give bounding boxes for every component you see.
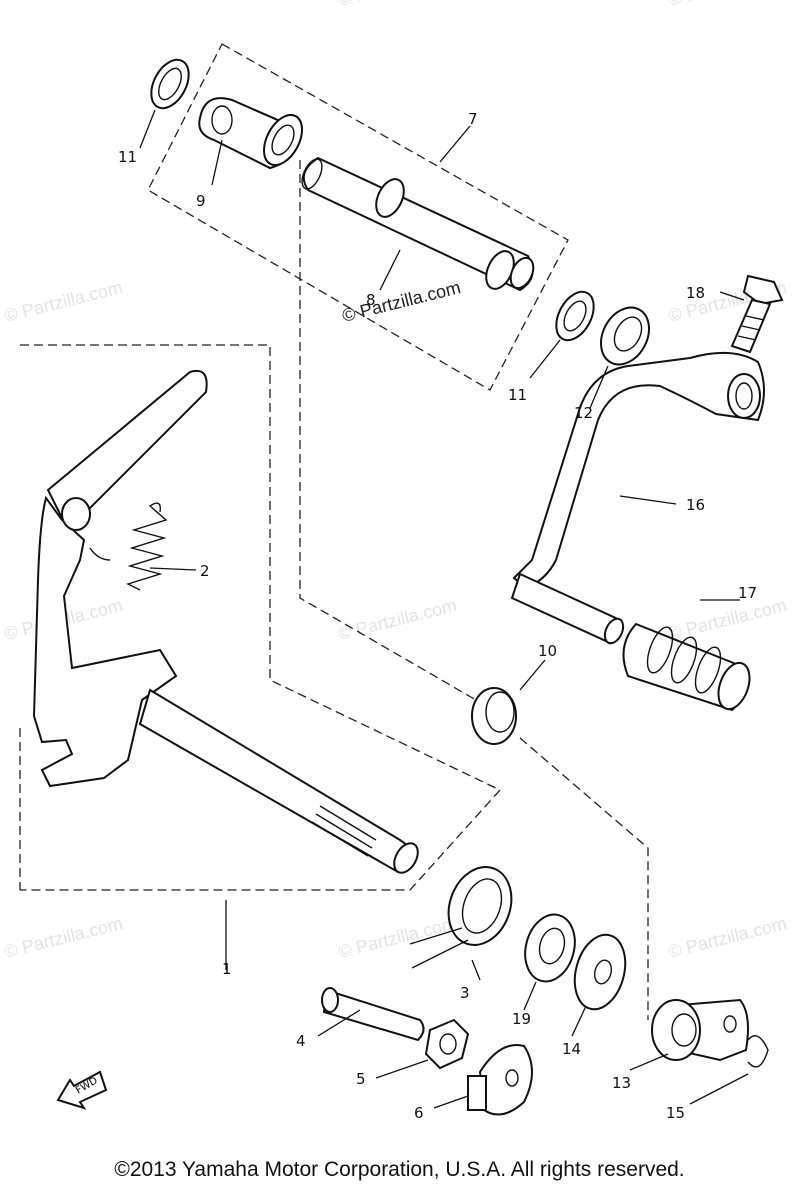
callout-2: 2: [200, 562, 210, 580]
torsion-spring-part-3: [409, 866, 513, 969]
shaft-assembly-outline: [147, 43, 569, 391]
callout-9: 9: [196, 192, 206, 210]
callout-15: 15: [666, 1104, 685, 1122]
washer-part-14: [573, 933, 627, 1011]
pedal-rubber-part-17: [622, 622, 751, 712]
washer-part-11: [150, 58, 190, 110]
bolt-part-18: [730, 274, 784, 354]
oil-seal-part-12: [600, 306, 650, 366]
shift-shaft-outline: [20, 344, 502, 891]
guide-line: [299, 160, 477, 701]
callout-6: 6: [414, 1104, 424, 1122]
copyright-notice: ©2013 Yamaha Motor Corporation, U.S.A. A…: [114, 1158, 685, 1181]
collar-part-9: [198, 97, 303, 170]
bushing-part-10: [471, 687, 517, 745]
pin-part-4: [321, 987, 425, 1042]
watermark: © Partzilla.com: [666, 913, 789, 962]
callout-7: 7: [468, 110, 478, 128]
watermark: © Partzilla.com: [666, 595, 789, 644]
shaft-part-8: [301, 156, 535, 292]
callout-13: 13: [612, 1074, 631, 1092]
lever-part-13: [651, 998, 749, 1062]
callout-labels: 11 9 7 8 2 11 12 16 17 18 10 1 3 19 14 4…: [118, 110, 757, 1122]
watermark: © Partzilla.com: [666, 0, 789, 10]
callout-4: 4: [296, 1032, 306, 1050]
watermark: © Partzilla.com: [336, 0, 459, 10]
center-watermark: © Partzilla.com: [340, 277, 463, 326]
washer-part-11-lower: [555, 290, 595, 342]
forward-direction-arrow: FWD: [56, 1070, 108, 1110]
circlip-part-15: [747, 1035, 769, 1068]
nut-part-5: [424, 1018, 470, 1070]
guide-line: [519, 737, 649, 1020]
assembly-outlines: [19, 43, 649, 1020]
seal-part-19: [524, 913, 576, 983]
callout-12: 12: [574, 404, 593, 422]
callout-8: 8: [366, 291, 376, 309]
callout-1: 1: [222, 960, 232, 978]
watermark: © Partzilla.com: [2, 277, 125, 326]
callout-10: 10: [538, 642, 557, 660]
watermark: © Partzilla.com: [336, 595, 459, 644]
callout-3: 3: [460, 984, 470, 1002]
pedal-shaft: [510, 572, 625, 645]
callout-14: 14: [562, 1040, 581, 1058]
watermark: © Partzilla.com: [2, 913, 125, 962]
callout-17: 17: [738, 584, 757, 602]
callout-19: 19: [512, 1010, 531, 1028]
leader-lines: [139, 109, 749, 1109]
pedal-arm-part-16: [512, 351, 765, 590]
spring-part-2: [89, 502, 168, 591]
watermark-layer: © Partzilla.com © Partzilla.com © Partzi…: [2, 0, 789, 962]
callout-18: 18: [686, 284, 705, 302]
callout-11: 11: [118, 148, 137, 166]
stopper-part-6: [467, 1044, 533, 1116]
callout-5: 5: [356, 1070, 366, 1088]
callout-11-lower: 11: [508, 386, 527, 404]
callout-16: 16: [686, 496, 705, 514]
shift-shaft-part-1: [32, 370, 419, 874]
